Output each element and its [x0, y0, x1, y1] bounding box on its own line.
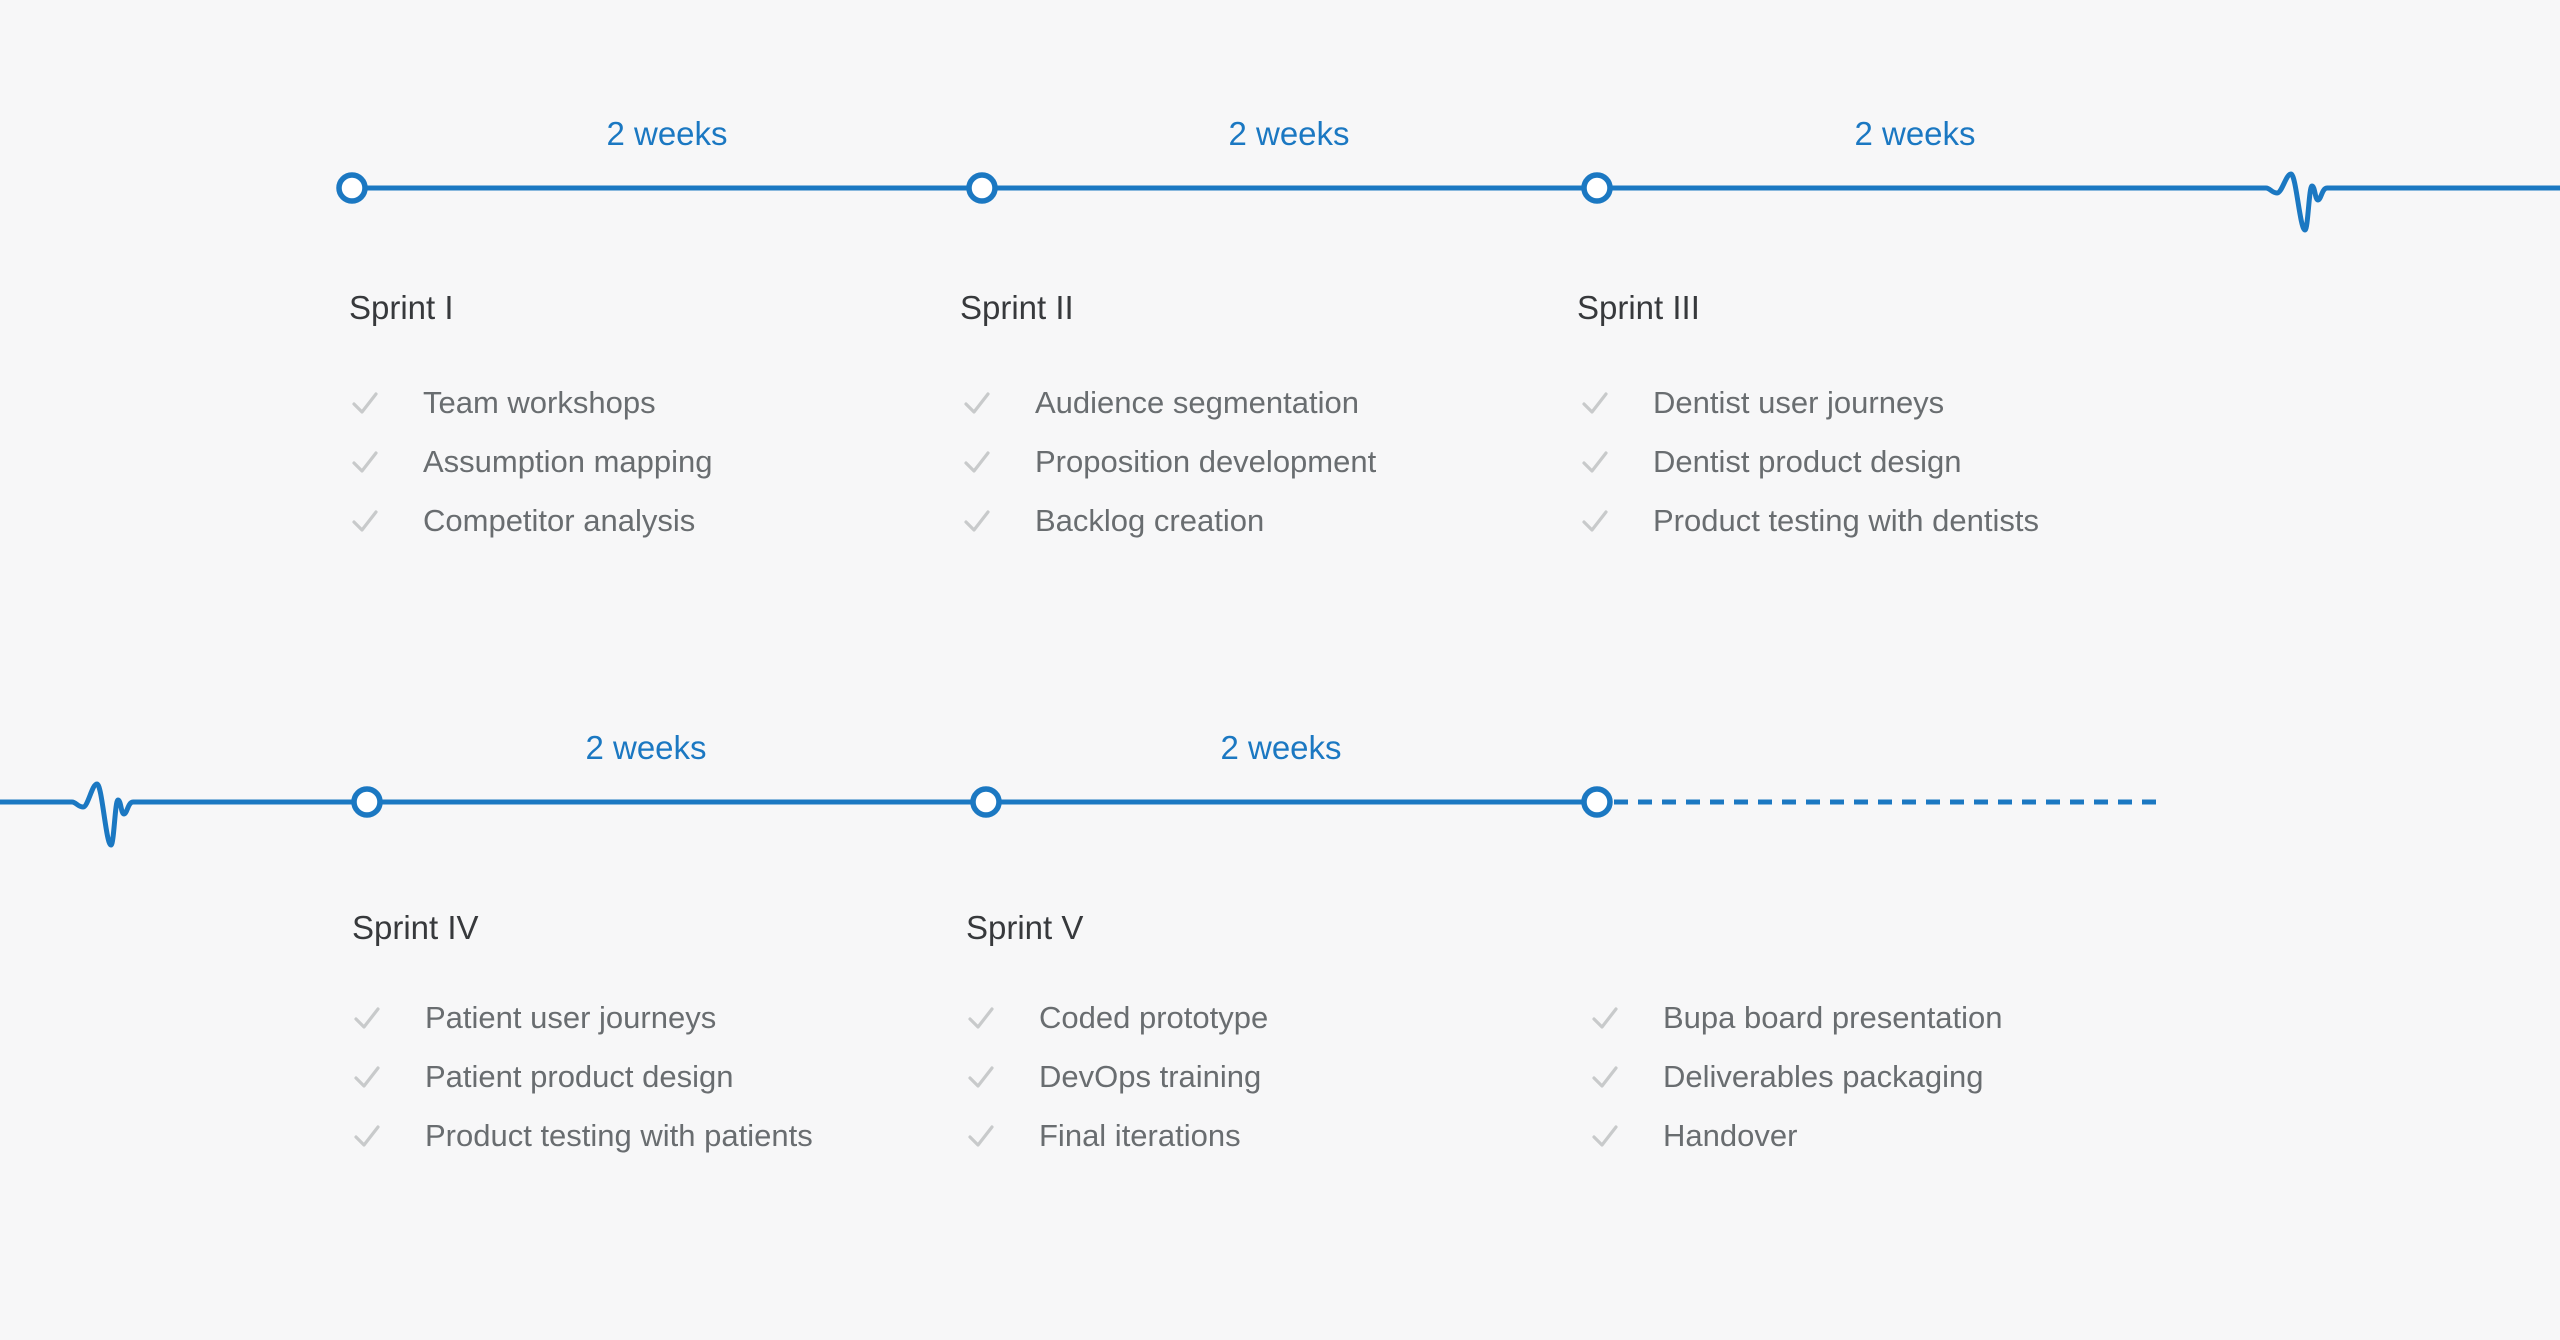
sprint-2-task-list: Audience segmentation Proposition develo…	[962, 383, 1376, 560]
task-row: DevOps training	[966, 1057, 1268, 1097]
task-row: Dentist user journeys	[1580, 383, 2039, 423]
task-label: Bupa board presentation	[1663, 1000, 2003, 1035]
milestone-node-sprint-4	[351, 786, 383, 818]
check-icon	[1582, 392, 1608, 414]
check-icon	[354, 1007, 380, 1029]
check-icon	[964, 392, 990, 414]
task-label: Dentist product design	[1653, 444, 1962, 479]
task-row: Dentist product design	[1580, 442, 2039, 482]
task-row: Team workshops	[350, 383, 713, 423]
task-row: Final iterations	[966, 1116, 1268, 1156]
sprint-4-task-list: Patient user journeys Patient product de…	[352, 998, 813, 1175]
milestone-node-sprint-1	[336, 172, 368, 204]
milestone-node-sprint-3	[1581, 172, 1613, 204]
duration-label: 2 weeks	[1220, 729, 1342, 766]
task-row: Product testing with dentists	[1580, 501, 2039, 541]
milestone-node-sprint-2	[966, 172, 998, 204]
task-row: Assumption mapping	[350, 442, 713, 482]
sprint-6-task-list: Bupa board presentation Deliverables pac…	[1590, 998, 2003, 1175]
sprint-title: Sprint IV	[352, 909, 479, 946]
check-icon	[1592, 1125, 1618, 1147]
check-icon	[964, 451, 990, 473]
check-icon	[352, 510, 378, 532]
task-row: Patient user journeys	[352, 998, 813, 1038]
timeline-line-row-1	[349, 171, 2560, 233]
check-icon	[354, 1066, 380, 1088]
check-icon	[1592, 1007, 1618, 1029]
task-row: Backlog creation	[962, 501, 1376, 541]
check-icon	[964, 510, 990, 532]
task-label: Deliverables packaging	[1663, 1059, 1984, 1094]
task-row: Bupa board presentation	[1590, 998, 2003, 1038]
task-label: Audience segmentation	[1035, 385, 1360, 420]
sprint-title: Sprint II	[960, 289, 1074, 326]
check-icon	[354, 1125, 380, 1147]
task-label: Coded prototype	[1039, 1000, 1269, 1035]
task-label: Dentist user journeys	[1653, 385, 1945, 420]
task-label: Competitor analysis	[423, 503, 696, 538]
check-icon	[968, 1066, 994, 1088]
task-label: Team workshops	[423, 385, 656, 420]
sprint-5-task-list: Coded prototype DevOps training Final it…	[966, 998, 1268, 1175]
sprint-title: Sprint I	[349, 289, 454, 326]
task-row: Patient product design	[352, 1057, 813, 1097]
check-icon	[352, 451, 378, 473]
task-label: Final iterations	[1039, 1118, 1241, 1153]
check-icon	[968, 1007, 994, 1029]
duration-label: 2 weeks	[606, 115, 728, 152]
task-label: DevOps training	[1039, 1059, 1262, 1094]
task-label: Patient product design	[425, 1059, 734, 1094]
task-row: Coded prototype	[966, 998, 1268, 1038]
task-row: Handover	[1590, 1116, 2003, 1156]
task-row: Audience segmentation	[962, 383, 1376, 423]
check-icon	[1592, 1066, 1618, 1088]
check-icon	[352, 392, 378, 414]
task-row: Proposition development	[962, 442, 1376, 482]
task-label: Proposition development	[1035, 444, 1377, 479]
duration-label: 2 weeks	[1228, 115, 1350, 152]
task-row: Product testing with patients	[352, 1116, 813, 1156]
check-icon	[1582, 510, 1608, 532]
check-icon	[968, 1125, 994, 1147]
sprint-3-task-list: Dentist user journeys Dentist product de…	[1580, 383, 2039, 560]
sprint-1-task-list: Team workshops Assumption mapping Compet…	[350, 383, 713, 560]
task-label: Patient user journeys	[425, 1000, 717, 1035]
duration-label: 2 weeks	[585, 729, 707, 766]
task-label: Handover	[1663, 1118, 1798, 1153]
task-label: Backlog creation	[1035, 503, 1265, 538]
task-row: Competitor analysis	[350, 501, 713, 541]
task-label: Assumption mapping	[423, 444, 713, 479]
check-icon	[1582, 451, 1608, 473]
milestone-node-sprint-5	[970, 786, 1002, 818]
milestone-node-sprint-6	[1581, 786, 1613, 818]
task-label: Product testing with patients	[425, 1118, 813, 1153]
sprint-title: Sprint III	[1577, 289, 1700, 326]
duration-label: 2 weeks	[1854, 115, 1976, 152]
timeline-line-row-2	[0, 781, 1600, 848]
task-row: Deliverables packaging	[1590, 1057, 2003, 1097]
sprint-title: Sprint V	[966, 909, 1084, 946]
task-label: Product testing with dentists	[1653, 503, 2039, 538]
